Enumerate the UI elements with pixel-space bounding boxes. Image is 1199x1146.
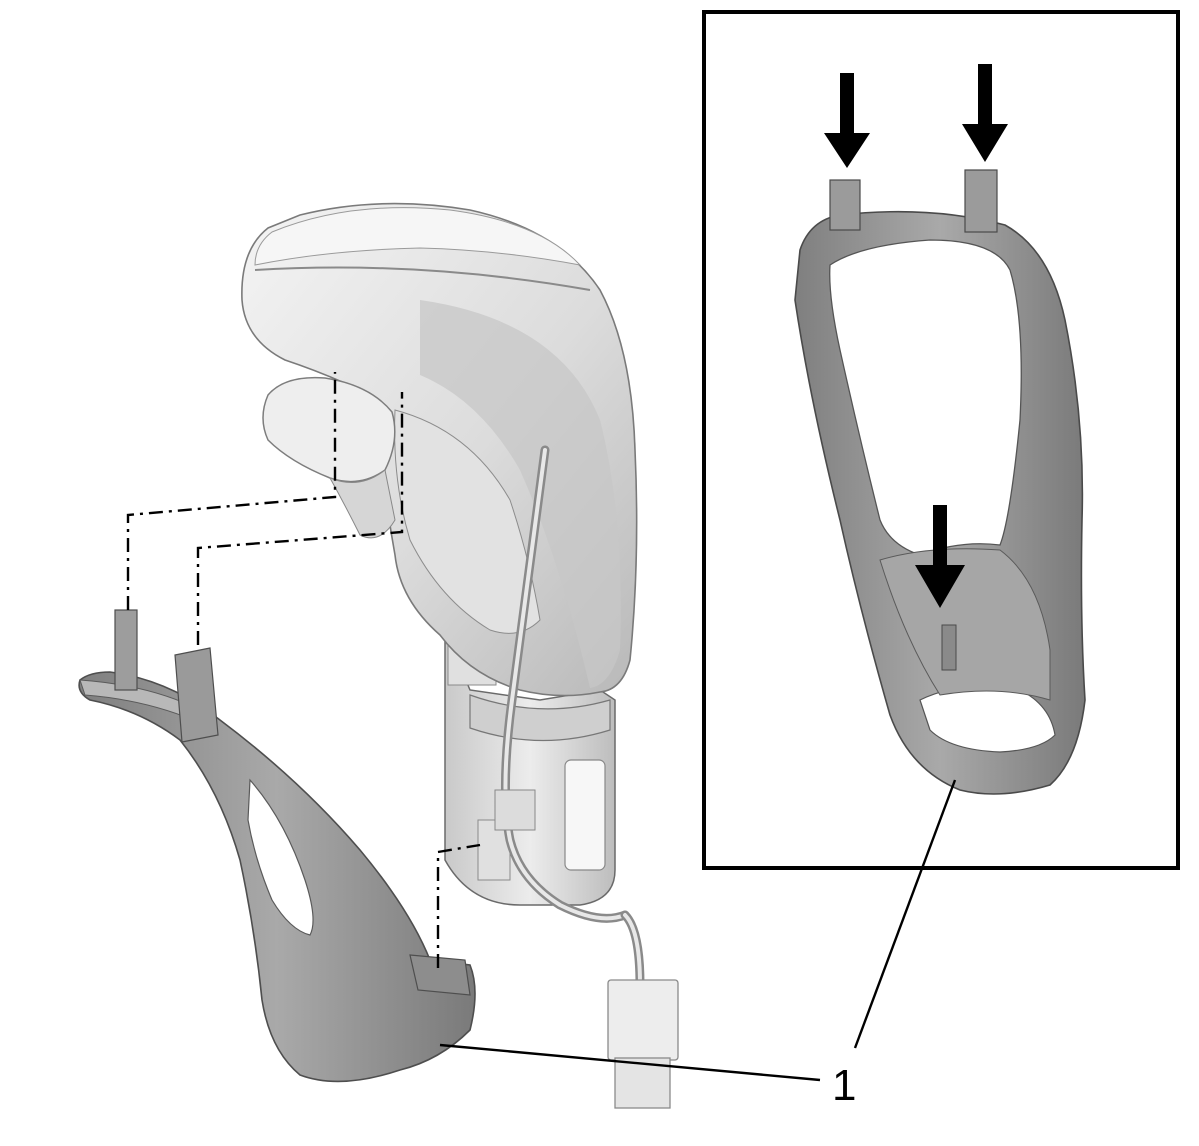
harness-connector-body <box>607 979 679 1061</box>
alignment-lines <box>126 372 481 968</box>
detail-bezel-opening <box>829 239 1022 556</box>
detail-clip-bottom <box>941 624 957 671</box>
harness-wire-lead-hl <box>623 913 642 987</box>
detail-bezel <box>794 169 1086 795</box>
release-arrow-left <box>824 73 870 168</box>
release-button-lower <box>328 469 396 539</box>
callout-1: 1 <box>439 779 957 1110</box>
knob-top-seam <box>254 266 591 291</box>
callout-1-leader-detail <box>853 779 957 1049</box>
knob-side-shade <box>420 300 621 688</box>
knob-top-cap <box>254 207 582 266</box>
bezel-clip-left <box>114 609 138 691</box>
release-arrows <box>824 64 1008 608</box>
callout-1-label: 1 <box>832 1061 856 1110</box>
detail-view-frame <box>702 10 1180 870</box>
detail-view <box>702 10 1180 870</box>
shift-knob-trim-bezel <box>78 609 476 1083</box>
bezel-clip-right <box>174 647 219 743</box>
detail-clip-right <box>964 169 998 233</box>
bezel-opening <box>247 778 314 936</box>
shift-knob <box>241 202 638 906</box>
base-window <box>564 759 606 871</box>
alignment-line-bottom-clip <box>436 843 481 968</box>
detail-bezel-inner-wall <box>879 548 1051 701</box>
wiring-harness-connector <box>494 445 679 1109</box>
detail-clip-left <box>829 179 861 231</box>
harness-connector-tip <box>614 1057 671 1109</box>
bezel-clip-bottom <box>409 954 471 996</box>
release-arrow-bottom <box>915 505 965 608</box>
release-arrow-right <box>962 64 1008 162</box>
harness-clip <box>494 789 536 831</box>
callout-1-leader-main <box>439 1043 821 1082</box>
